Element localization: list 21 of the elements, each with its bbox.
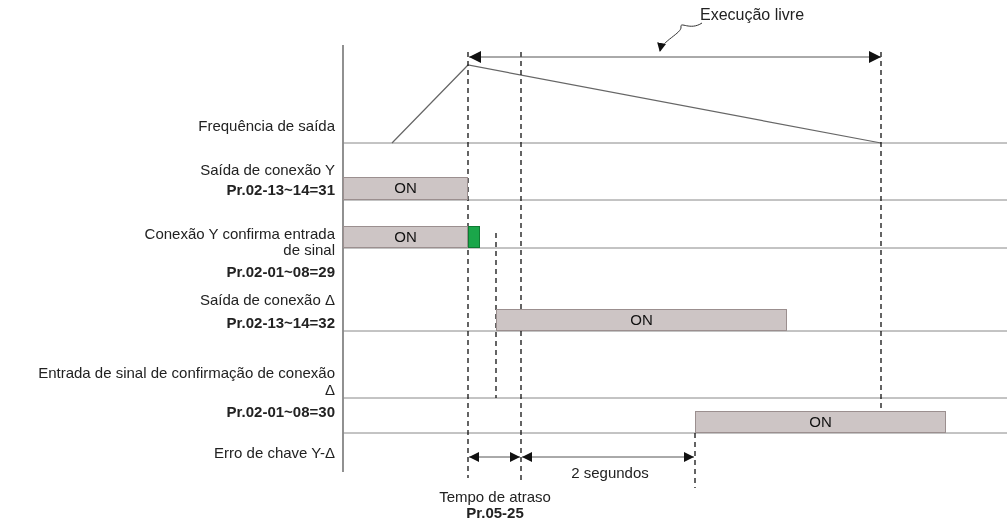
signal-label: Erro de chave Y-Δ xyxy=(213,443,335,463)
dimension-label: Pr.05-25 xyxy=(466,504,525,521)
on-state-bar: ON xyxy=(343,177,468,200)
on-state-bar: ON xyxy=(343,226,468,248)
signal-label: Saída de conexão Y xyxy=(199,160,335,180)
signal-label: Pr.02-01~08=30 xyxy=(225,402,335,422)
dimension-line xyxy=(468,51,882,63)
on-state-bar: ON xyxy=(695,411,946,433)
signal-label: Pr.02-13~14=31 xyxy=(225,180,335,200)
signal-label: Pr.02-01~08=29 xyxy=(225,262,335,282)
dimension-label: Tempo de atraso xyxy=(438,488,552,505)
signal-label: Frequência de saída xyxy=(197,116,335,136)
leader-line xyxy=(658,22,703,52)
signal-label: Entrada de sinal de confirmação de conexão Δ xyxy=(37,364,335,398)
signal-label: Saída de conexão Δ xyxy=(198,290,335,310)
signal-label: Conexão Y confirma entrada de sinal xyxy=(143,226,335,258)
dimension-label: 2 segundos xyxy=(570,463,650,483)
on-state-bar: ON xyxy=(496,309,787,331)
annotation-text: Execução livre xyxy=(700,3,820,27)
signal-label: Pr.02-13~14=32 xyxy=(225,313,335,333)
signal-pulse-bar xyxy=(468,226,480,248)
